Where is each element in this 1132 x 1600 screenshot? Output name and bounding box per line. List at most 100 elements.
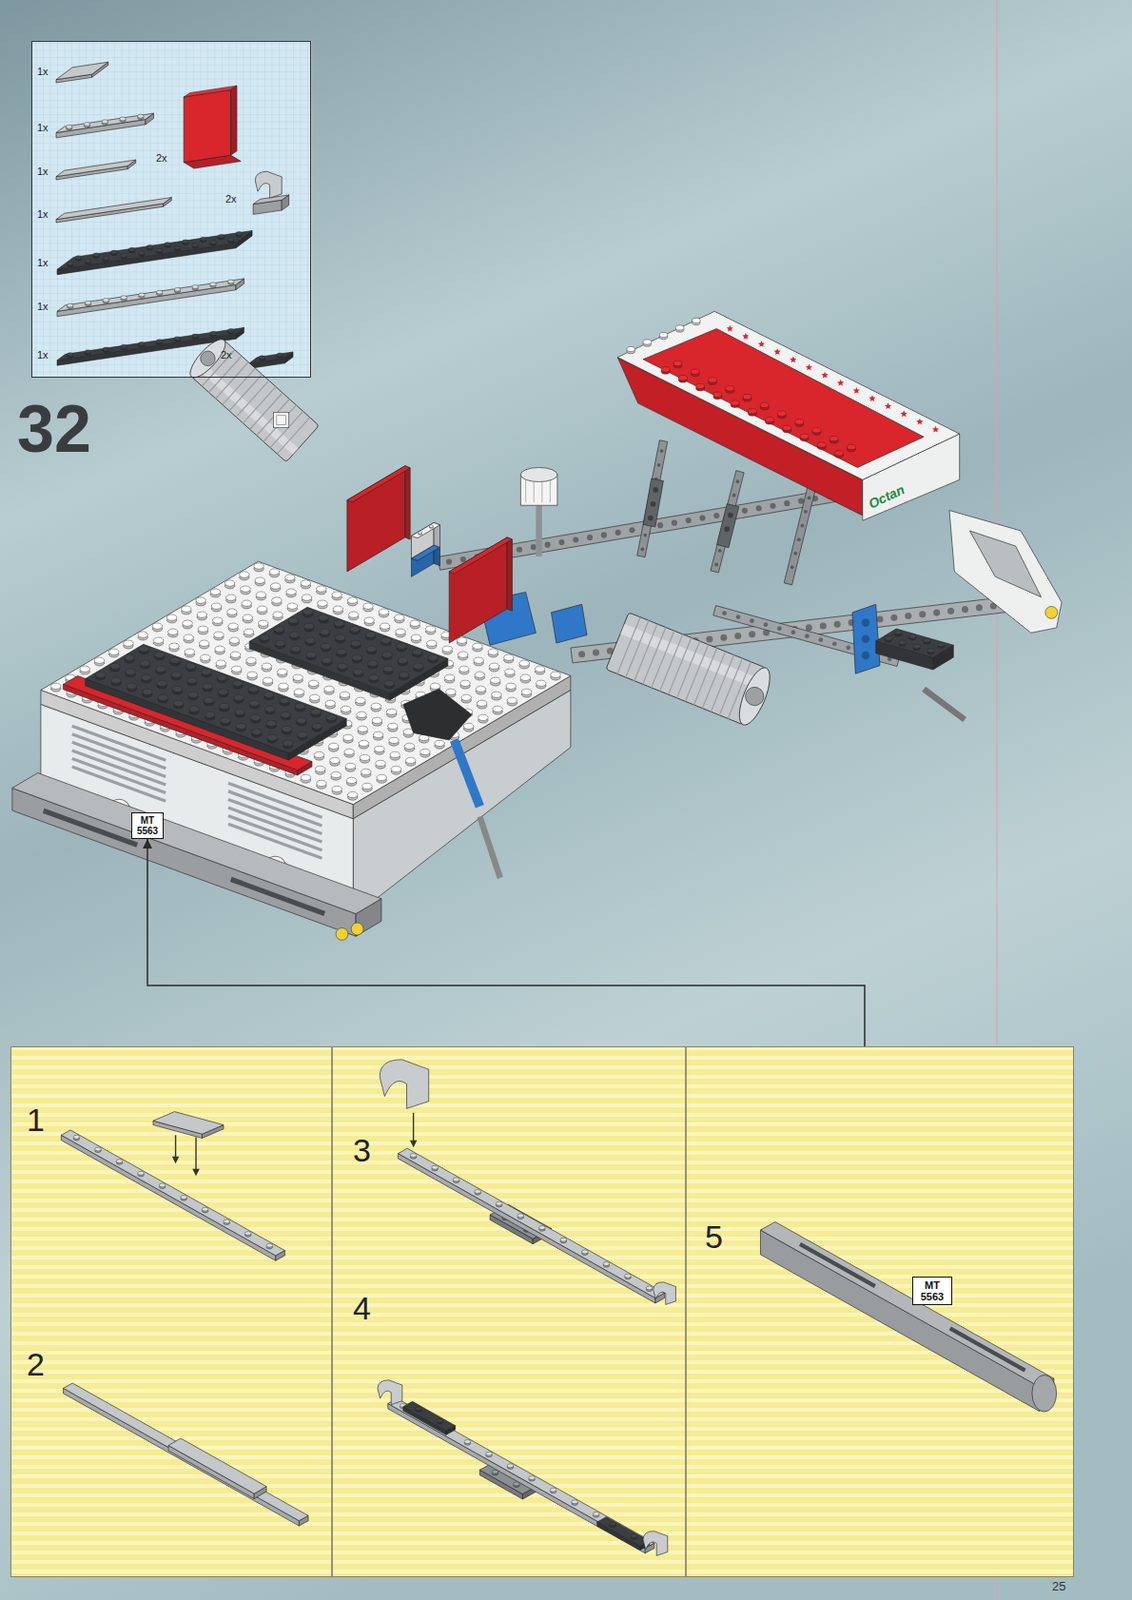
stud <box>174 245 180 250</box>
stud <box>374 745 385 752</box>
stud <box>294 702 305 709</box>
stud <box>366 645 376 652</box>
pin <box>1045 605 1058 619</box>
beam-hole <box>736 614 742 620</box>
sub-assembly-panel: 12345MT 5563 <box>10 1046 1074 1578</box>
panel-piece <box>183 85 237 98</box>
stud <box>708 377 718 383</box>
bracket-piece <box>254 171 282 198</box>
stud <box>281 725 292 732</box>
stud <box>265 705 275 712</box>
stud <box>812 428 821 433</box>
stud <box>369 674 379 681</box>
stud <box>214 631 224 638</box>
stud <box>507 697 517 703</box>
beam-hole <box>918 610 926 618</box>
stud <box>895 629 903 635</box>
stud <box>166 614 176 621</box>
stud <box>314 765 325 772</box>
stud <box>158 1183 166 1188</box>
stud <box>111 677 121 684</box>
quantity-label: 2x <box>225 194 237 205</box>
stud <box>217 688 228 695</box>
page-number: 25 <box>1052 1580 1066 1593</box>
stud <box>203 697 214 703</box>
stud <box>782 425 792 430</box>
stud <box>351 640 361 646</box>
plate-text: MT 5563 <box>134 815 161 837</box>
stud <box>375 760 386 766</box>
beam-hole <box>876 616 883 624</box>
stud <box>456 637 467 644</box>
stud <box>286 588 296 595</box>
stud <box>259 634 270 641</box>
stud <box>389 737 399 743</box>
stud <box>124 654 135 661</box>
arrow-head <box>192 1169 200 1177</box>
star <box>932 426 939 433</box>
stud <box>289 631 299 638</box>
stud <box>846 444 856 449</box>
stud <box>326 714 336 721</box>
stud <box>312 722 322 729</box>
stud <box>196 611 207 618</box>
stud <box>211 603 221 609</box>
stud <box>157 694 168 701</box>
beam-hole <box>791 629 797 635</box>
stud <box>397 657 408 664</box>
stud <box>378 608 389 615</box>
star <box>853 387 860 394</box>
star <box>758 340 765 348</box>
stud <box>630 1534 638 1539</box>
rib <box>270 410 303 448</box>
stud <box>274 640 285 646</box>
stud <box>294 702 305 709</box>
beam-hole <box>640 546 645 551</box>
spoiler <box>617 311 959 480</box>
beam-hole <box>947 607 955 615</box>
star <box>805 364 813 371</box>
stud <box>318 614 329 621</box>
stud <box>111 677 121 684</box>
stud <box>730 400 740 406</box>
stud <box>394 614 405 621</box>
stud <box>261 663 272 669</box>
stud <box>110 663 120 669</box>
gear-knob <box>520 467 558 482</box>
stud <box>396 643 407 649</box>
stud <box>334 634 345 641</box>
stud <box>297 731 308 738</box>
stud <box>388 722 398 729</box>
panel-piece <box>347 466 406 572</box>
stud <box>431 1165 439 1170</box>
stud <box>226 594 236 601</box>
stud <box>306 651 316 658</box>
rib <box>625 620 649 678</box>
stud <box>386 708 396 715</box>
stud <box>185 663 196 669</box>
steering-swivel <box>403 688 472 741</box>
plate <box>56 113 154 133</box>
stud <box>300 774 311 781</box>
stud <box>358 740 369 746</box>
beam-hole <box>652 487 659 493</box>
plate <box>876 628 955 658</box>
beam-hole <box>650 501 657 508</box>
stud <box>295 717 306 723</box>
stud <box>111 250 118 254</box>
step-number: 4 <box>352 1291 371 1325</box>
stud <box>491 691 502 698</box>
stud <box>250 714 260 721</box>
stud <box>549 1487 557 1492</box>
tail-light <box>949 510 1062 634</box>
stud <box>274 640 285 646</box>
plate <box>60 1134 275 1261</box>
stud <box>171 671 181 678</box>
stud <box>220 717 231 723</box>
stud <box>287 603 297 609</box>
stud <box>316 780 327 786</box>
stud <box>337 663 348 669</box>
stud <box>507 1463 514 1468</box>
stud <box>228 237 235 242</box>
stud <box>321 657 332 664</box>
